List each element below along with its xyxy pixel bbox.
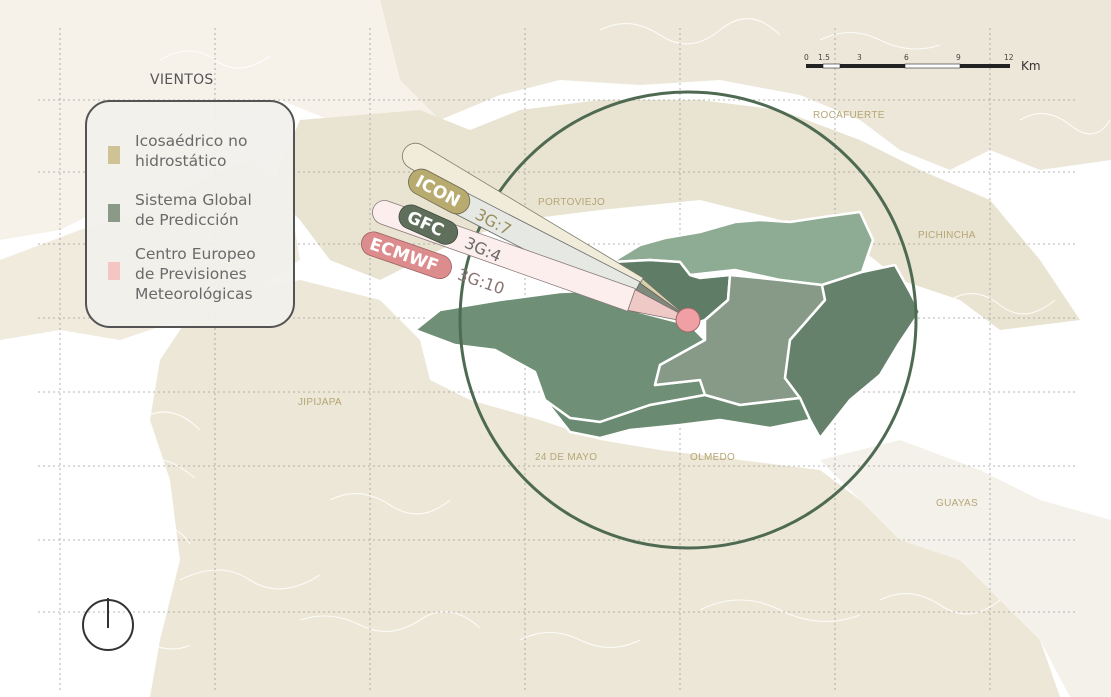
- scale-tick-0: 0: [804, 53, 809, 62]
- north-arrow-icon: [82, 598, 134, 651]
- scale-tick-5: 12: [1004, 53, 1014, 62]
- legend-item-icon-line2: hidrostático: [135, 152, 227, 170]
- scale-seg-1: [806, 64, 823, 68]
- scale-tick-1: 1.5: [818, 53, 830, 62]
- place-24-de-mayo: 24 DE MAYO: [535, 452, 597, 463]
- scale-bar: 0 1.5 3 6 9 12 Km: [804, 53, 1041, 73]
- legend-item-icon-line1: Icosaédrico no: [135, 132, 247, 150]
- center-point: [675, 307, 701, 333]
- influence-circle: [458, 90, 918, 550]
- legend-box: [85, 100, 295, 328]
- place-rocafuerte: ROCAFUERTE: [813, 110, 885, 121]
- region-east: [783, 263, 922, 440]
- legend-item-ecmwf-line2: de Previsiones: [135, 265, 247, 283]
- scale-seg-2: [822, 63, 841, 69]
- legend: VIENTOS Icosaédrico no hidrostático Sist…: [85, 72, 295, 328]
- place-labels: ROCAFUERTE PORTOVIEJO PICHINCHA JIPIJAPA…: [298, 110, 978, 509]
- legend-swatch-icon: [108, 146, 120, 164]
- legend-swatch-ecmwf: [108, 262, 120, 280]
- legend-title: VIENTOS: [150, 72, 214, 88]
- legend-item-ecmwf-line1: Centro Europeo: [135, 245, 256, 263]
- scale-tick-3: 6: [904, 53, 909, 62]
- scale-unit: Km: [1021, 59, 1041, 73]
- contour-lines: [19, 18, 1111, 650]
- scale-tick-2: 3: [857, 53, 862, 62]
- scale-tick-4: 9: [956, 53, 961, 62]
- wind-pill-ecmwf: [360, 231, 452, 280]
- scale-seg-4: [904, 63, 961, 69]
- place-guayas: GUAYAS: [936, 498, 978, 509]
- legend-item-gfc-line2: de Predicción: [135, 211, 239, 229]
- place-olmedo: OLMEDO: [690, 452, 735, 463]
- scale-seg-5: [960, 64, 1010, 68]
- legend-swatch-gfc: [108, 204, 120, 222]
- scale-seg-3: [840, 64, 905, 68]
- legend-item-gfc-line1: Sistema Global: [135, 191, 252, 209]
- place-portoviejo: PORTOVIEJO: [538, 197, 605, 208]
- place-pichincha: PICHINCHA: [918, 230, 976, 241]
- wind-pill-gfc: [398, 204, 459, 245]
- legend-item-ecmwf-line3: Meteorológicas: [135, 285, 253, 303]
- region-south: [543, 393, 812, 440]
- wind-pill-icon: [408, 168, 471, 215]
- study-region: [413, 210, 922, 440]
- place-jipijapa: JIPIJAPA: [298, 397, 342, 408]
